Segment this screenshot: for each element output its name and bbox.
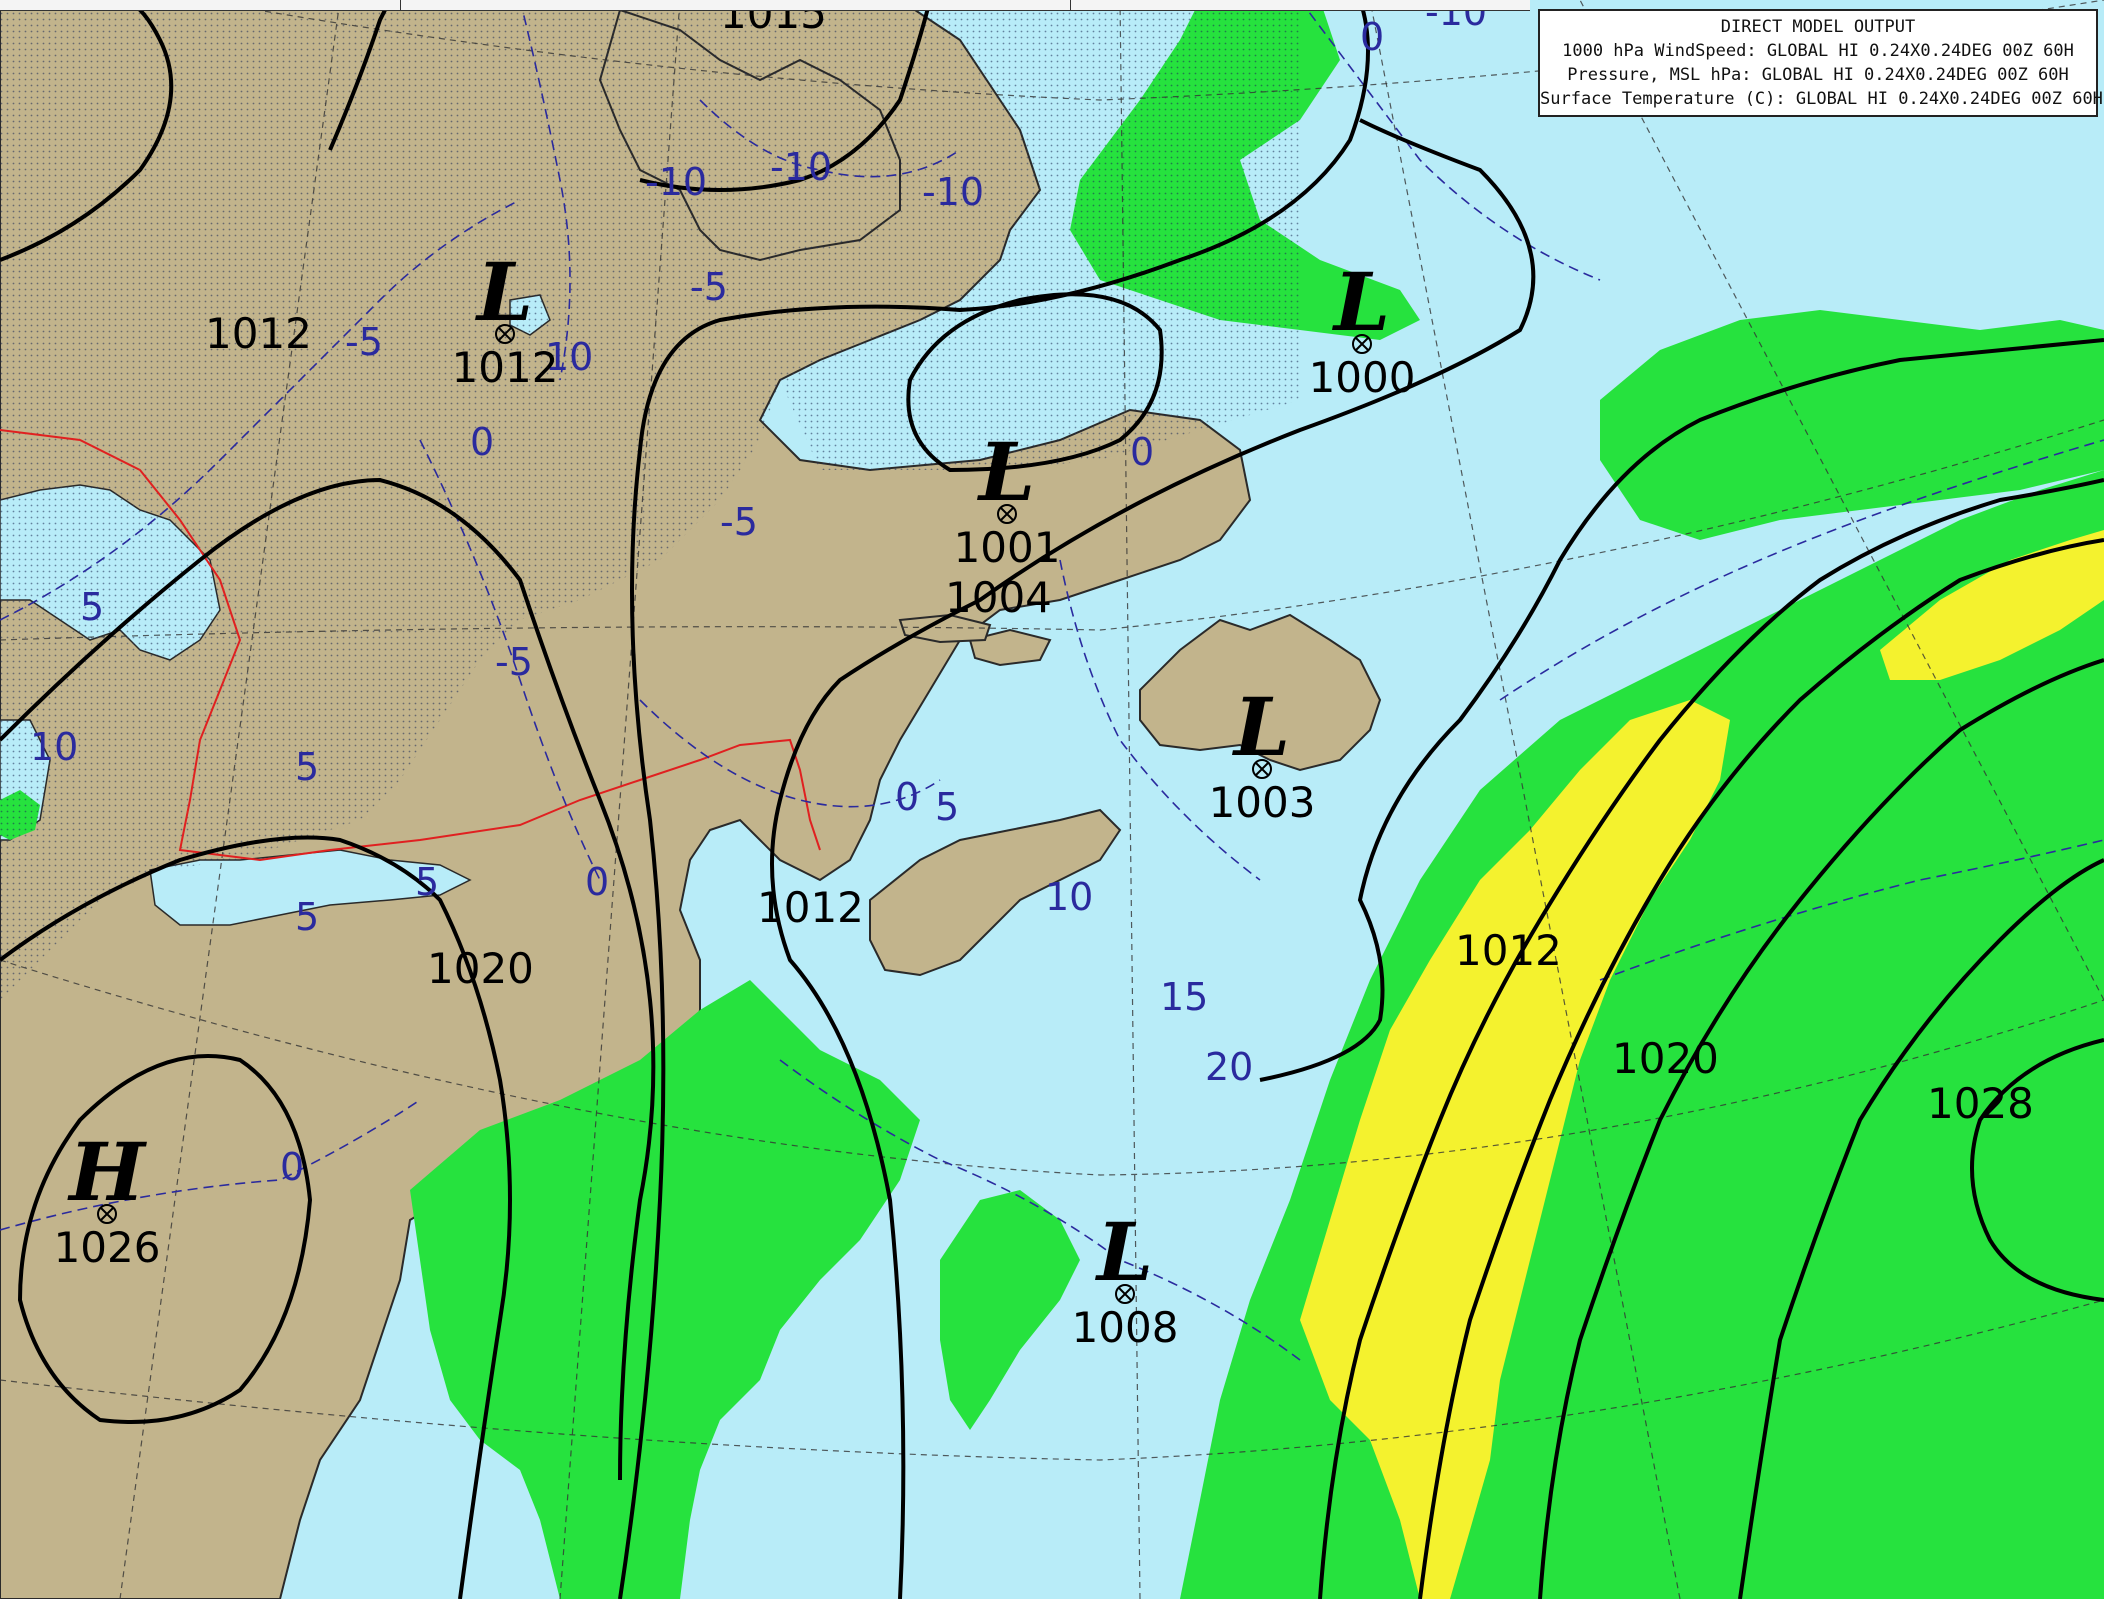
- shade-green-mid: [940, 1190, 1080, 1430]
- temp-label: -5: [345, 320, 383, 364]
- temp-label: -10: [645, 160, 707, 204]
- low-newfoundland: L 1003: [1209, 680, 1316, 827]
- high-value: 1026: [54, 1223, 161, 1272]
- isobar-label: 1020: [427, 944, 534, 993]
- high-symbol: H: [67, 1125, 147, 1219]
- isobar-1016: [1318, 478, 2104, 1599]
- legend-title: DIRECT MODEL OUTPUT: [1720, 17, 1916, 37]
- temp-label: 5: [415, 860, 439, 904]
- low-value: 1001: [954, 523, 1061, 572]
- legend-box: DIRECT MODEL OUTPUT 1000 hPa WindSpeed: …: [1538, 9, 2103, 117]
- low-symbol: L: [1095, 1205, 1153, 1299]
- isobar-1028-closed: [1970, 1038, 2104, 1302]
- temp-label: 10: [30, 725, 78, 769]
- yellow-shading: [1300, 530, 2104, 1599]
- low-symbol: L: [977, 425, 1035, 519]
- temp-label: 0: [470, 420, 494, 464]
- isobar-1020: [1418, 538, 2104, 1599]
- isobar-label: 1012: [205, 309, 312, 358]
- legend-line-windspeed: 1000 hPa WindSpeed: GLOBAL HI 0.24X0.24D…: [1562, 41, 2074, 61]
- temp-label: 10: [545, 335, 593, 379]
- lake-erie-ontario: [149, 849, 472, 926]
- center-marker: [1115, 1284, 1135, 1304]
- low-value: 1008: [1072, 1303, 1179, 1352]
- temp-label: 10: [1045, 875, 1093, 919]
- high-ohio-valley: H 1026: [54, 1125, 161, 1272]
- pressure-centers: L 1012 L 1001 L 1000 L 1003 L 1008: [54, 245, 1416, 1352]
- land-cape-breton: [869, 808, 1122, 977]
- isobar-1012-b: [1259, 338, 2104, 1082]
- shade-green-coastal: [410, 980, 920, 1599]
- isobar-1004: [639, 0, 932, 192]
- center-marker: [495, 324, 515, 344]
- shade-green-labrador-sea: [1600, 310, 2104, 540]
- low-atlantic: L 1008: [1072, 1205, 1179, 1352]
- isobar-label: 1012: [757, 883, 864, 932]
- center-marker: [97, 1204, 117, 1224]
- temp-label: -5: [690, 265, 728, 309]
- temp-label: -10: [922, 170, 984, 214]
- center-marker: [1252, 759, 1272, 779]
- isobar-label: 1020: [1612, 1034, 1719, 1083]
- temp-label: -5: [720, 500, 758, 544]
- temp-label: -5: [495, 640, 533, 684]
- low-symbol: L: [1332, 255, 1390, 349]
- temp-label: 5: [295, 895, 319, 939]
- isobar-1024: [1538, 658, 2104, 1599]
- temp-label: 0: [895, 775, 919, 819]
- low-labrador-sea: L 1000: [1309, 255, 1416, 402]
- isobar-1012-north: [328, 0, 392, 151]
- isobar-label: 1004: [945, 573, 1052, 622]
- low-value: 1003: [1209, 778, 1316, 827]
- temp-label: 0: [1360, 15, 1384, 59]
- land-newfoundland: [1139, 613, 1382, 772]
- isobar-label: 1012: [1455, 926, 1562, 975]
- isobar-around-1001: [906, 292, 1164, 473]
- center-marker: [997, 504, 1017, 524]
- temp-label: 5: [295, 745, 319, 789]
- land-stipple: [0, 0, 1300, 1000]
- temp-label: 5: [935, 785, 959, 829]
- us-canada-border: [0, 429, 821, 862]
- temp-label: 15: [1160, 975, 1208, 1019]
- isobar-1016-west: [0, 477, 656, 1481]
- temp-label: -10: [770, 145, 832, 189]
- top-toolbar-strip: [0, 0, 1530, 11]
- shade-yellow-band: [1300, 700, 1730, 1599]
- temperature-labels: -10 -10 -10 -5 -5 0 0 -5 5 10 -5 5 5 5 0…: [30, 0, 1487, 1189]
- center-marker: [1352, 334, 1372, 354]
- shade-yellow-north: [1880, 530, 2104, 680]
- temp-label: 20: [1205, 1045, 1253, 1089]
- legend-line-temperature: Surface Temperature (C): GLOBAL HI 0.24X…: [1540, 89, 2103, 109]
- low-symbol: L: [1232, 680, 1290, 774]
- low-value: 1012: [452, 343, 559, 392]
- isobar-1028: [1738, 858, 2104, 1599]
- isobar-label: 1028: [1927, 1079, 2034, 1128]
- isotherms: [0, 0, 2104, 1361]
- isobar-around-1026: [17, 1054, 313, 1424]
- isobar-long-1: [618, 0, 1370, 1599]
- low-gulf-st-lawrence: L 1001: [954, 425, 1061, 572]
- low-value: 1000: [1309, 353, 1416, 402]
- temp-label: 0: [280, 1145, 304, 1189]
- isobar-1012-a: [0, 0, 174, 262]
- isobar-1020-west: [0, 835, 512, 1599]
- temp-label: 0: [585, 860, 609, 904]
- temp-label: 5: [80, 585, 104, 629]
- legend-line-pressure: Pressure, MSL hPa: GLOBAL HI 0.24X0.24DE…: [1567, 65, 2069, 85]
- low-labrador-west: L 1012: [452, 245, 559, 392]
- temp-label: 0: [1130, 430, 1154, 474]
- low-symbol: L: [475, 245, 533, 339]
- land-pei: [968, 628, 1052, 667]
- isobar-long-2: [770, 118, 1536, 1599]
